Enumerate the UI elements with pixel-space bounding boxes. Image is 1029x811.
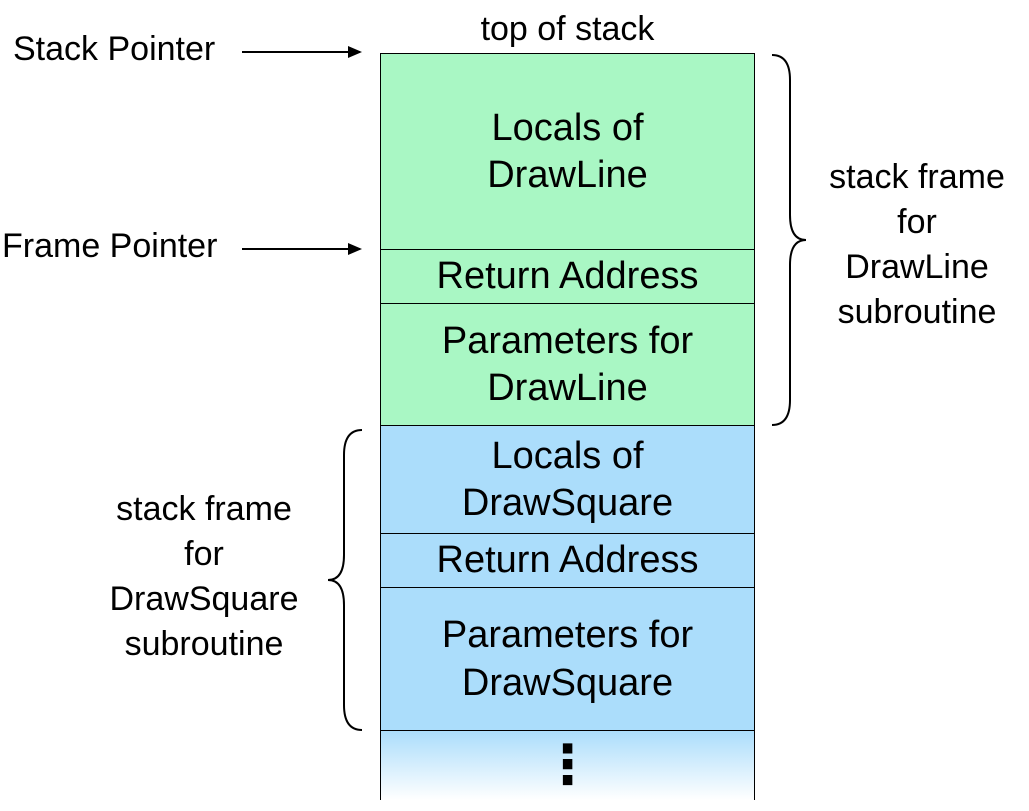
frame-pointer-label: Frame Pointer <box>2 227 218 265</box>
drawline-parameters-line1: Parameters for <box>441 319 694 362</box>
drawline-return-address-label: Return Address <box>436 255 699 298</box>
drawsquare-frame-caption: stack frame for DrawSquare subroutine <box>88 487 320 667</box>
drawline-caption-line2: for <box>897 203 937 241</box>
drawline-frame-caption: stack frame for DrawLine subroutine <box>812 155 1022 335</box>
drawline-caption-line4: subroutine <box>837 293 997 331</box>
drawline-caption-line3: DrawLine <box>845 248 989 286</box>
drawline-frame-brace <box>771 54 807 426</box>
top-of-stack-label: top of stack <box>480 10 655 48</box>
stack-continuation-block <box>380 730 755 800</box>
drawline-locals-line2: DrawLine <box>487 154 648 196</box>
drawline-parameters-line2: DrawLine <box>487 367 648 409</box>
drawline-return-address-block: Return Address <box>380 249 755 305</box>
drawsquare-locals-line2: DrawSquare <box>461 482 674 524</box>
continuation-ellipsis: ⋮ <box>540 735 595 795</box>
drawsquare-caption-line1: stack frame <box>116 490 292 528</box>
drawsquare-locals-block: Locals of DrawSquare <box>380 425 755 535</box>
drawsquare-parameters-line2: DrawSquare <box>461 661 674 704</box>
drawsquare-parameters-block: Parameters for DrawSquare <box>380 587 755 732</box>
drawsquare-frame-brace <box>327 429 363 731</box>
drawsquare-caption-line4: subroutine <box>124 625 284 663</box>
drawline-caption-line1: stack frame <box>829 158 1005 196</box>
drawsquare-locals-line1: Locals of <box>491 434 644 477</box>
drawsquare-parameters-line1: Parameters for <box>441 614 694 656</box>
drawsquare-caption-line2: for <box>184 535 224 573</box>
drawline-locals-line1: Locals of <box>491 106 644 149</box>
stack-pointer-label: Stack Pointer <box>13 30 216 68</box>
drawsquare-return-address-label: Return Address <box>436 539 699 582</box>
drawline-locals-block: Locals of DrawLine <box>380 53 755 251</box>
drawsquare-caption-line3: DrawSquare <box>109 580 299 618</box>
drawsquare-return-address-block: Return Address <box>380 533 755 589</box>
